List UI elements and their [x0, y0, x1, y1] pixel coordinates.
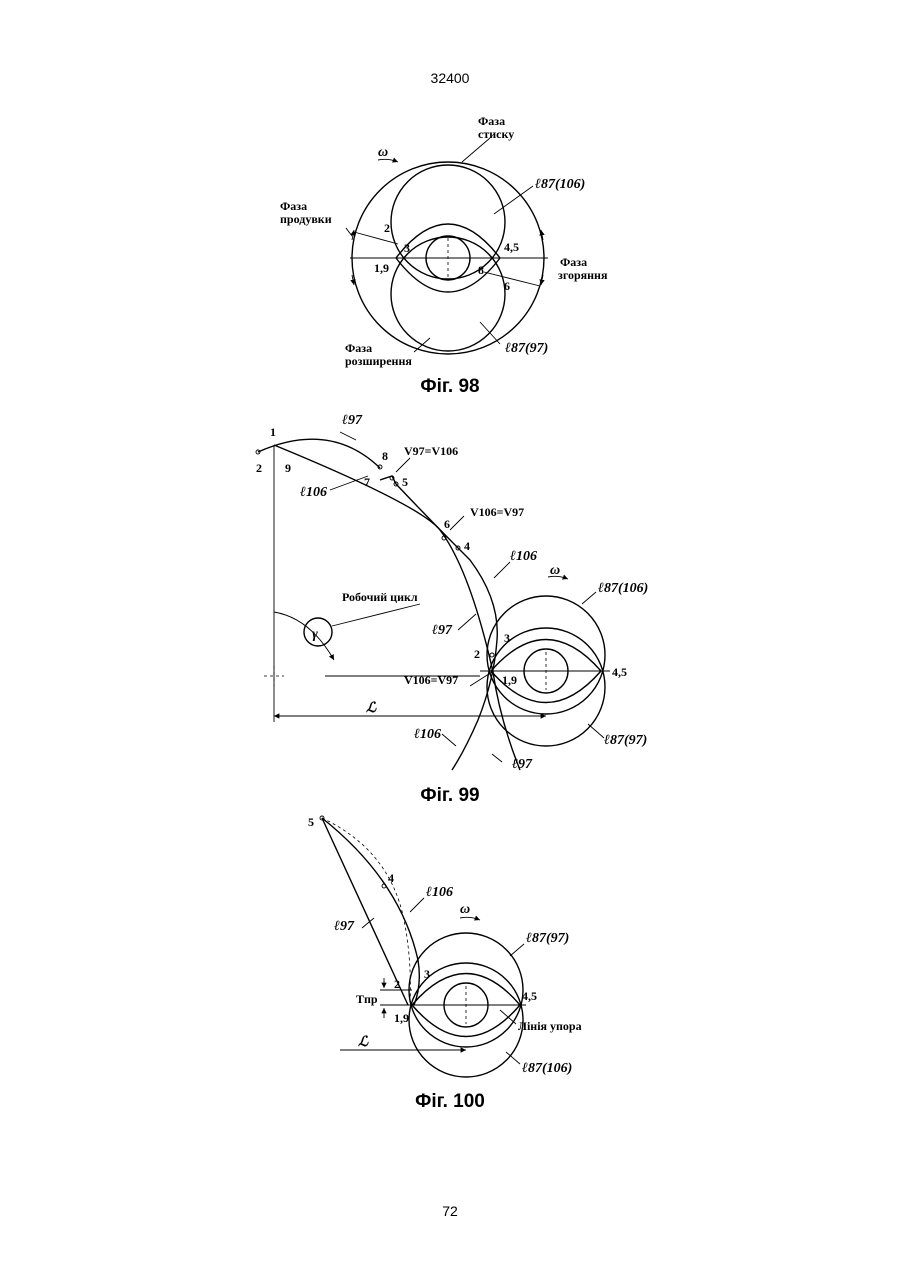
fig100-l106-curve [322, 818, 419, 1005]
figure-100-caption: Фіг. 100 [0, 1091, 900, 1113]
fig98-upper-l-label: ℓ87(106) [535, 177, 585, 192]
fig99-l87-106-label: ℓ87(106) [598, 581, 648, 596]
fig100-l97-label: ℓ97 [334, 919, 355, 934]
fig99-point-2: 2 [256, 461, 262, 475]
fig99-l-big-label: ℒ [366, 701, 377, 716]
fig99-l87-97-label: ℓ87(97) [604, 733, 647, 748]
fig99-point-8: 8 [382, 449, 388, 463]
fig99-work-cycle-label: Робочий цикл [342, 590, 418, 604]
fig100-l87-97-label: ℓ87(97) [526, 931, 569, 946]
fig98-phase-purge-label-2: продувки [280, 212, 332, 226]
fig100-point-2: 2 [394, 977, 400, 991]
fig98-phase-expand-label: Фаза [345, 341, 372, 355]
fig98-phase-expand-label-2: розширення [345, 354, 412, 368]
fig99-gamma-label: γ [312, 627, 318, 642]
figure-98-caption: Фіг. 98 [0, 376, 900, 398]
fig100-point-1-9: 1,9 [394, 1011, 409, 1025]
fig99-point-1: 1 [270, 425, 276, 439]
page-footer-number: 72 [0, 1203, 900, 1219]
fig99-gamma-circle [304, 618, 332, 646]
figure-99-caption: Фіг. 99 [0, 785, 900, 807]
fig98-point-3: 3 [404, 241, 410, 255]
fig98-lower-l-label: ℓ87(97) [505, 341, 548, 356]
fig99-v-eq-top-label: V97=V106 [404, 444, 458, 458]
figure-98-diagram: ω Фаза стиску ℓ87(106) Фаза продувки 2 3… [0, 0, 900, 380]
fig100-omega-label: ω [460, 902, 470, 917]
fig99-l106-left-label: ℓ106 [300, 485, 327, 500]
fig98-phase-combust-label: Фаза [560, 255, 587, 269]
fig99-point-6: 6 [444, 517, 450, 531]
fig99-omega-label: ω [550, 563, 560, 578]
fig99-l97-bottom-label: ℓ97 [512, 757, 533, 772]
fig99-v-eq-bottom-label: V106=V97 [404, 673, 458, 687]
figure-100-diagram: 5 4 ℓ106 ω ℓ97 ℓ87(97) 2 3 Tпр 4,5 1,9 Л… [0, 805, 900, 1105]
fig99-l97-mid-label: ℓ97 [432, 623, 453, 638]
fig98-phase-compress-label-2: стиску [478, 127, 514, 141]
figure-99-diagram: 1 2 9 ℓ97 8 V97=V106 7 5 ℓ106 V106=V97 6… [0, 400, 900, 800]
fig100-t-pr-label: Tпр [356, 992, 378, 1006]
fig98-omega-label: ω [378, 145, 388, 160]
fig100-point-5: 5 [308, 815, 314, 829]
fig99-point-5: 5 [402, 475, 408, 489]
fig99-point-4: 4 [464, 539, 470, 553]
fig99-point-1-9: 1,9 [502, 673, 517, 687]
fig98-point-6: 6 [504, 279, 510, 293]
fig98-phase-compress-label: Фаза [478, 114, 505, 128]
fig98-point-1-9: 1,9 [374, 261, 389, 275]
fig99-point-4-5: 4,5 [612, 665, 627, 679]
fig98-upper-circle [391, 165, 505, 279]
fig100-l-big-label: ℒ [358, 1035, 369, 1050]
fig99-point-3: 3 [504, 631, 510, 645]
fig99-l97-top-label: ℓ97 [342, 413, 363, 428]
fig99-point-2b: 2 [474, 647, 480, 661]
fig100-l106-label: ℓ106 [426, 885, 453, 900]
fig98-phase-purge-label: Фаза [280, 199, 307, 213]
fig99-v-eq-mid-label: V106=V97 [470, 505, 524, 519]
fig98-phase-combust-label-2: згоряння [558, 268, 608, 282]
fig100-l87-106-label: ℓ87(106) [522, 1061, 572, 1076]
fig98-point-4-5: 4,5 [504, 240, 519, 254]
fig99-l106-bottom-label: ℓ106 [414, 727, 441, 742]
fig100-point-3: 3 [424, 967, 430, 981]
fig99-l106-right-label: ℓ106 [510, 549, 537, 564]
fig100-point-4-5: 4,5 [522, 989, 537, 1003]
fig100-point-4: 4 [388, 871, 394, 885]
fig99-point-7: 7 [364, 475, 370, 489]
fig98-point-8: 8 [478, 263, 484, 277]
fig99-point-9: 9 [285, 461, 291, 475]
fig98-point-2: 2 [384, 221, 390, 235]
fig99-lower-circle [487, 628, 605, 746]
fig100-stop-line-label: Лінія упора [518, 1019, 582, 1033]
